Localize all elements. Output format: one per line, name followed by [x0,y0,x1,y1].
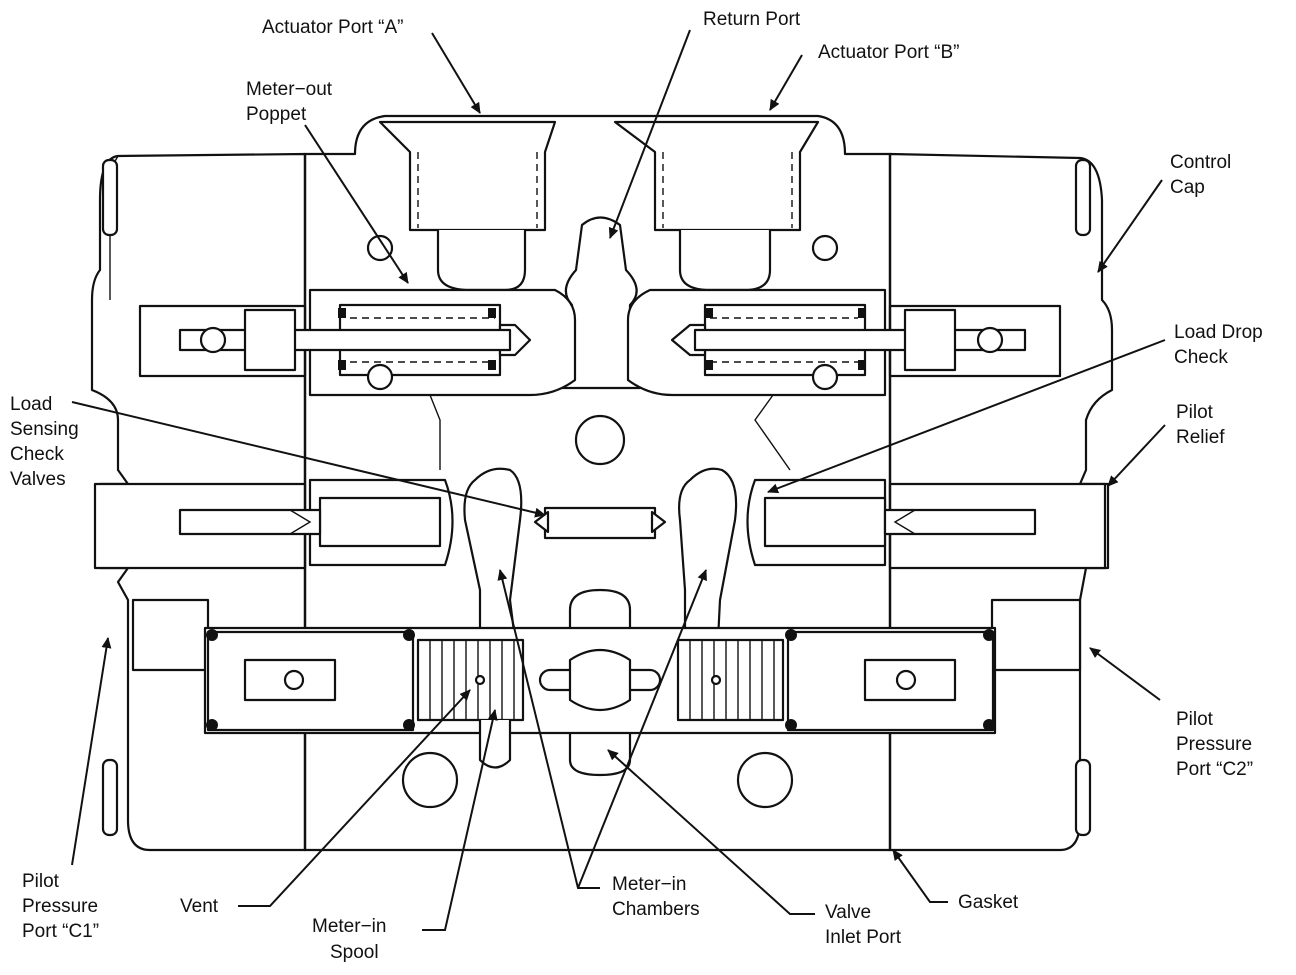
svg-text:Load: Load [10,394,52,415]
label-meter-in-chambers: Meter−in Chambers [497,569,707,920]
label-pilot-pressure-port-c1: Pilot Pressure Port “C1” [22,637,112,942]
svg-text:Sensing: Sensing [10,419,79,440]
label-pilot-relief: Pilot Relief [1107,402,1225,487]
label-actuator-port-b: Actuator Port “B” [769,42,960,111]
svg-text:Cap: Cap [1170,177,1205,198]
svg-text:Meter−in: Meter−in [312,916,386,937]
load-drop-check [763,496,1037,548]
svg-text:Chambers: Chambers [612,899,700,920]
label-actuator-port-a: Actuator Port “A” [262,17,481,114]
label-return-port: Return Port [608,9,801,239]
svg-text:Inlet Port: Inlet Port [825,927,902,948]
meter-in-chamber-right [678,467,738,642]
label-control-cap: Control Cap [1097,152,1231,273]
right-control-cap [888,152,1114,852]
actuator-port-a-bore [378,120,557,292]
svg-text:Load Drop: Load Drop [1174,322,1263,343]
svg-text:Pilot: Pilot [1176,402,1214,423]
label-vent: Vent [180,689,471,917]
meter-out-poppet-left [178,303,532,377]
svg-text:Check: Check [10,444,64,465]
svg-text:Meter−out: Meter−out [246,79,333,100]
svg-text:Meter−in: Meter−in [612,874,686,895]
svg-text:Pressure: Pressure [1176,734,1252,755]
label-meter-in-spool: Meter−in Spool [312,709,498,963]
meter-out-poppet-right [670,303,1027,377]
svg-text:Pilot: Pilot [1176,709,1214,730]
label-valve-inlet-port: Valve Inlet Port [607,749,902,948]
label-pilot-pressure-port-c2: Pilot Pressure Port “C2” [1089,647,1253,780]
svg-text:Pilot: Pilot [22,871,60,892]
meter-in-chamber-left [463,467,523,642]
left-control-cap [90,152,307,852]
svg-text:Valve: Valve [825,902,871,923]
svg-text:Port “C1”: Port “C1” [22,921,99,942]
svg-text:Poppet: Poppet [246,104,307,125]
svg-text:Vent: Vent [180,896,219,917]
svg-text:Relief: Relief [1176,427,1225,448]
svg-text:Check: Check [1174,347,1228,368]
svg-text:Port “C2”: Port “C2” [1176,759,1253,780]
svg-text:Control: Control [1170,152,1231,173]
label-load-drop-check: Load Drop Check [767,322,1263,494]
meter-in-spool [416,638,785,722]
svg-text:Return Port: Return Port [703,9,801,30]
svg-text:Gasket: Gasket [958,892,1019,913]
label-meter-out-poppet: Meter−out Poppet [246,79,409,284]
label-load-sensing-check-valves: Load Sensing Check Valves [10,394,546,518]
svg-text:Spool: Spool [330,942,379,963]
load-sensing-check-valves [178,496,667,548]
svg-text:Pressure: Pressure [22,896,98,917]
actuator-port-b-bore [613,120,820,292]
svg-text:Actuator Port “B”: Actuator Port “B” [818,42,960,63]
label-gasket: Gasket [892,849,1019,913]
svg-text:Actuator Port “A”: Actuator Port “A” [262,17,404,38]
svg-text:Valves: Valves [10,469,66,490]
